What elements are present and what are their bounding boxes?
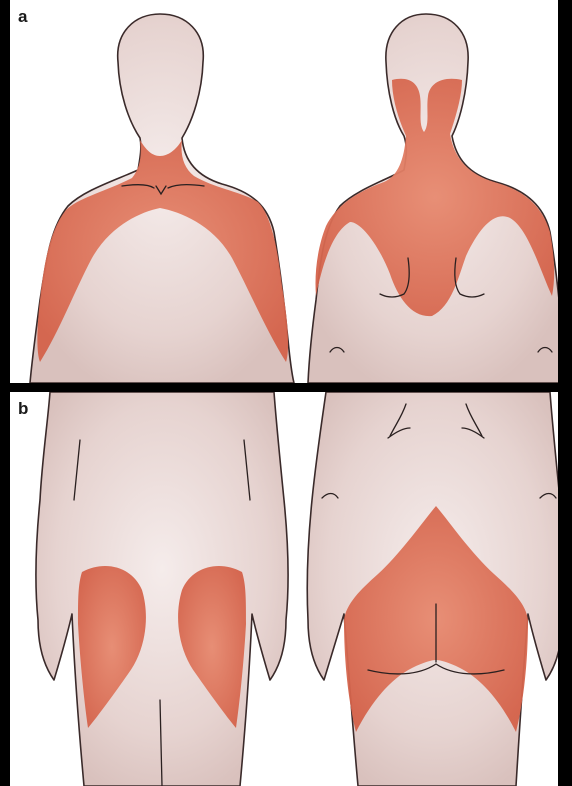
panel-b-label: b <box>18 399 28 418</box>
panel-a-label: a <box>18 7 28 26</box>
